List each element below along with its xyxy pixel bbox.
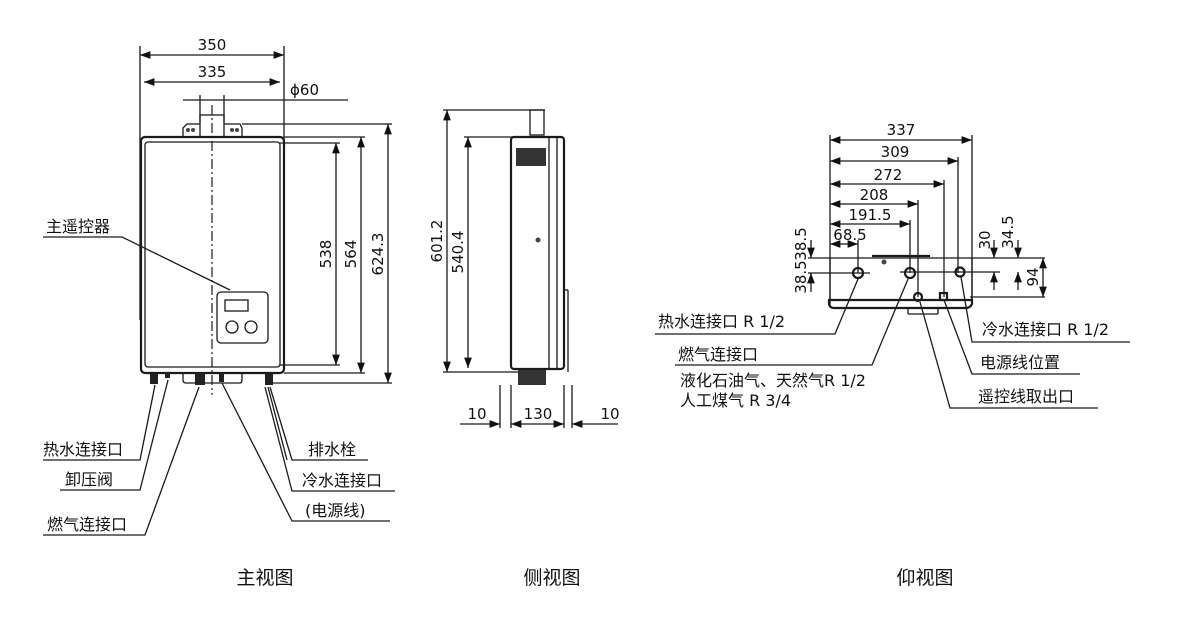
- dim-38-5-top: 38.5: [792, 227, 810, 260]
- dim-30: 30: [976, 230, 994, 249]
- label-hot-water: 热水连接口: [43, 440, 123, 459]
- label-power: (电源线): [305, 501, 366, 520]
- caption-side: 侧视图: [523, 567, 580, 589]
- front-view: 350 335 ϕ60 538 564 624.3 主遥控器: [43, 36, 395, 589]
- label-power-position: 电源线位置: [980, 353, 1060, 372]
- dim-540-4: 540.4: [449, 231, 467, 274]
- label-gas-town: 人工煤气 R 3/4: [680, 391, 791, 410]
- dim-564: 564: [342, 240, 360, 269]
- dim-309: 309: [881, 143, 910, 161]
- label-gas-lpg: 液化石油气、天然气R 1/2: [680, 371, 866, 390]
- dim-34-5: 34.5: [999, 215, 1017, 248]
- label-remote: 主遥控器: [46, 217, 110, 236]
- dim-337: 337: [887, 121, 916, 139]
- hot-water-port: [851, 266, 865, 280]
- caption-bottom: 仰视图: [896, 567, 953, 589]
- dim-68-5: 68.5: [833, 226, 866, 244]
- dim-538: 538: [317, 240, 335, 269]
- dim-depth: 130: [524, 405, 553, 423]
- side-view: 601.2 540.4 10 130 10 侧视图: [428, 109, 620, 589]
- dim-side-right: 10: [600, 405, 619, 423]
- dim-335: 335: [198, 63, 227, 81]
- label-gas-port: 燃气连接口: [678, 345, 758, 364]
- dim-208: 208: [860, 186, 889, 204]
- dim-624-3: 624.3: [369, 233, 387, 276]
- dim-272: 272: [874, 166, 903, 184]
- remote-panel: [216, 291, 269, 344]
- label-cold-water-r12: 冷水连接口 R 1/2: [982, 320, 1109, 339]
- dim-191-5: 191.5: [849, 206, 892, 224]
- caption-front: 主视图: [236, 567, 293, 589]
- label-hot-water-r12: 热水连接口 R 1/2: [658, 312, 785, 331]
- cold-water-port: [954, 266, 966, 278]
- label-drain: 排水栓: [308, 440, 356, 459]
- dim-38-5: 38.5: [792, 260, 810, 293]
- label-relief-valve: 卸压阀: [65, 470, 113, 489]
- label-remote-cable: 遥控线取出口: [978, 387, 1074, 406]
- dim-350: 350: [198, 36, 227, 54]
- bottom-view: 337 309 272 208 191.5 68.5 38.5: [655, 121, 1130, 589]
- label-gas: 燃气连接口: [47, 515, 127, 534]
- power-port: [938, 291, 949, 302]
- dim-side-left: 10: [467, 405, 486, 423]
- gas-port: [903, 266, 917, 280]
- label-cold-water: 冷水连接口: [302, 471, 382, 490]
- remote-cable-port: [912, 291, 924, 303]
- dim-94: 94: [1024, 267, 1042, 286]
- dim-601-2: 601.2: [428, 220, 446, 263]
- dim-phi60: ϕ60: [290, 81, 319, 99]
